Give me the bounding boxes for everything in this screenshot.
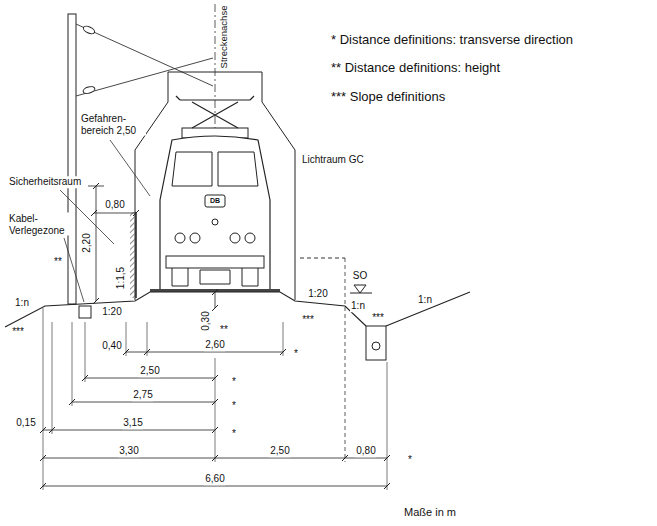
slope-ratio: 1:n	[350, 300, 366, 312]
dimension-marker: **	[53, 256, 63, 268]
dimension-value: 2,50	[269, 445, 290, 457]
dimension-value: 2,75	[132, 389, 153, 401]
legend-note: * Distance definitions: transverse direc…	[330, 33, 574, 48]
drain-pipe	[372, 342, 380, 350]
level-label: SO	[352, 270, 368, 282]
dimension-value: 2,50	[139, 365, 160, 377]
dimension-marker: *	[231, 400, 237, 412]
dimension-value: 3,30	[118, 445, 139, 457]
extension-line	[345, 258, 346, 462]
dimension-tick	[40, 183, 390, 489]
dimension-value: 0,40	[101, 340, 122, 352]
headlight	[245, 233, 255, 243]
zone-label: Sicherheitsraum	[8, 176, 82, 188]
slope-ratio: 1:20	[101, 306, 122, 318]
dimension-marker: *	[231, 428, 237, 440]
dimension-marker: *	[293, 348, 299, 360]
drainage-ditch	[366, 326, 386, 360]
logo-text: DB	[209, 197, 221, 205]
zone-label: Gefahren- bereich 2,50	[80, 113, 146, 136]
slope-ratio: 1:20	[307, 288, 328, 300]
locomotive-body	[160, 136, 270, 290]
slope-ratio: 1:1,5	[115, 266, 127, 290]
dimension-value: 0,80	[355, 445, 376, 457]
zone-label: Kabel- Verlegezone	[8, 213, 72, 236]
axis-label: Streckenachse	[219, 5, 230, 70]
leader-line	[60, 140, 150, 302]
danger-zone-edge	[130, 212, 136, 298]
headlight	[190, 233, 200, 243]
legend-note: ** Distance definitions: height	[330, 61, 501, 76]
pantograph-symbol	[176, 96, 254, 128]
insulator-symbol	[82, 25, 95, 35]
buffer-beam	[166, 256, 264, 268]
locomotive-skirt	[172, 268, 258, 286]
db-logo	[205, 195, 225, 207]
units-note: Maße in m	[403, 506, 457, 519]
catenary-wires	[76, 24, 213, 96]
legend-note: *** Slope definitions	[330, 90, 446, 105]
locomotive-windows	[172, 152, 258, 186]
dimension-value: 0,15	[15, 417, 36, 429]
clearance-extension	[300, 258, 345, 259]
slope-ratio: 1:n	[14, 297, 30, 309]
dimension-value: 0,80	[104, 199, 125, 211]
headlight	[230, 233, 240, 243]
cable-duct	[79, 306, 91, 318]
dimension-value: 0,30	[200, 310, 212, 331]
dimension-value: 6,60	[204, 473, 225, 485]
slope-marker: ***	[371, 312, 385, 324]
dimension-marker: *	[407, 454, 413, 466]
catenary-mast	[68, 14, 76, 304]
extension-line	[43, 308, 387, 490]
headlight	[212, 219, 218, 225]
danger-zone-edge	[135, 212, 137, 298]
insulator-symbol	[82, 86, 95, 95]
slope-marker: ***	[301, 314, 315, 326]
level-symbol	[350, 285, 372, 293]
dimension-value: 2,20	[81, 232, 93, 253]
clearance-label: Lichtraum GC	[301, 154, 365, 166]
dimension-value: 2,60	[204, 339, 225, 351]
headlight	[175, 233, 185, 243]
dimension-value: 3,15	[122, 417, 143, 429]
slope-ratio: 1:n	[417, 294, 433, 306]
dimension-marker: *	[231, 376, 237, 388]
ground-profile	[5, 292, 470, 327]
clearance-outline	[135, 72, 295, 300]
dimension-marker: **	[219, 324, 229, 336]
slope-marker: ***	[11, 326, 25, 338]
